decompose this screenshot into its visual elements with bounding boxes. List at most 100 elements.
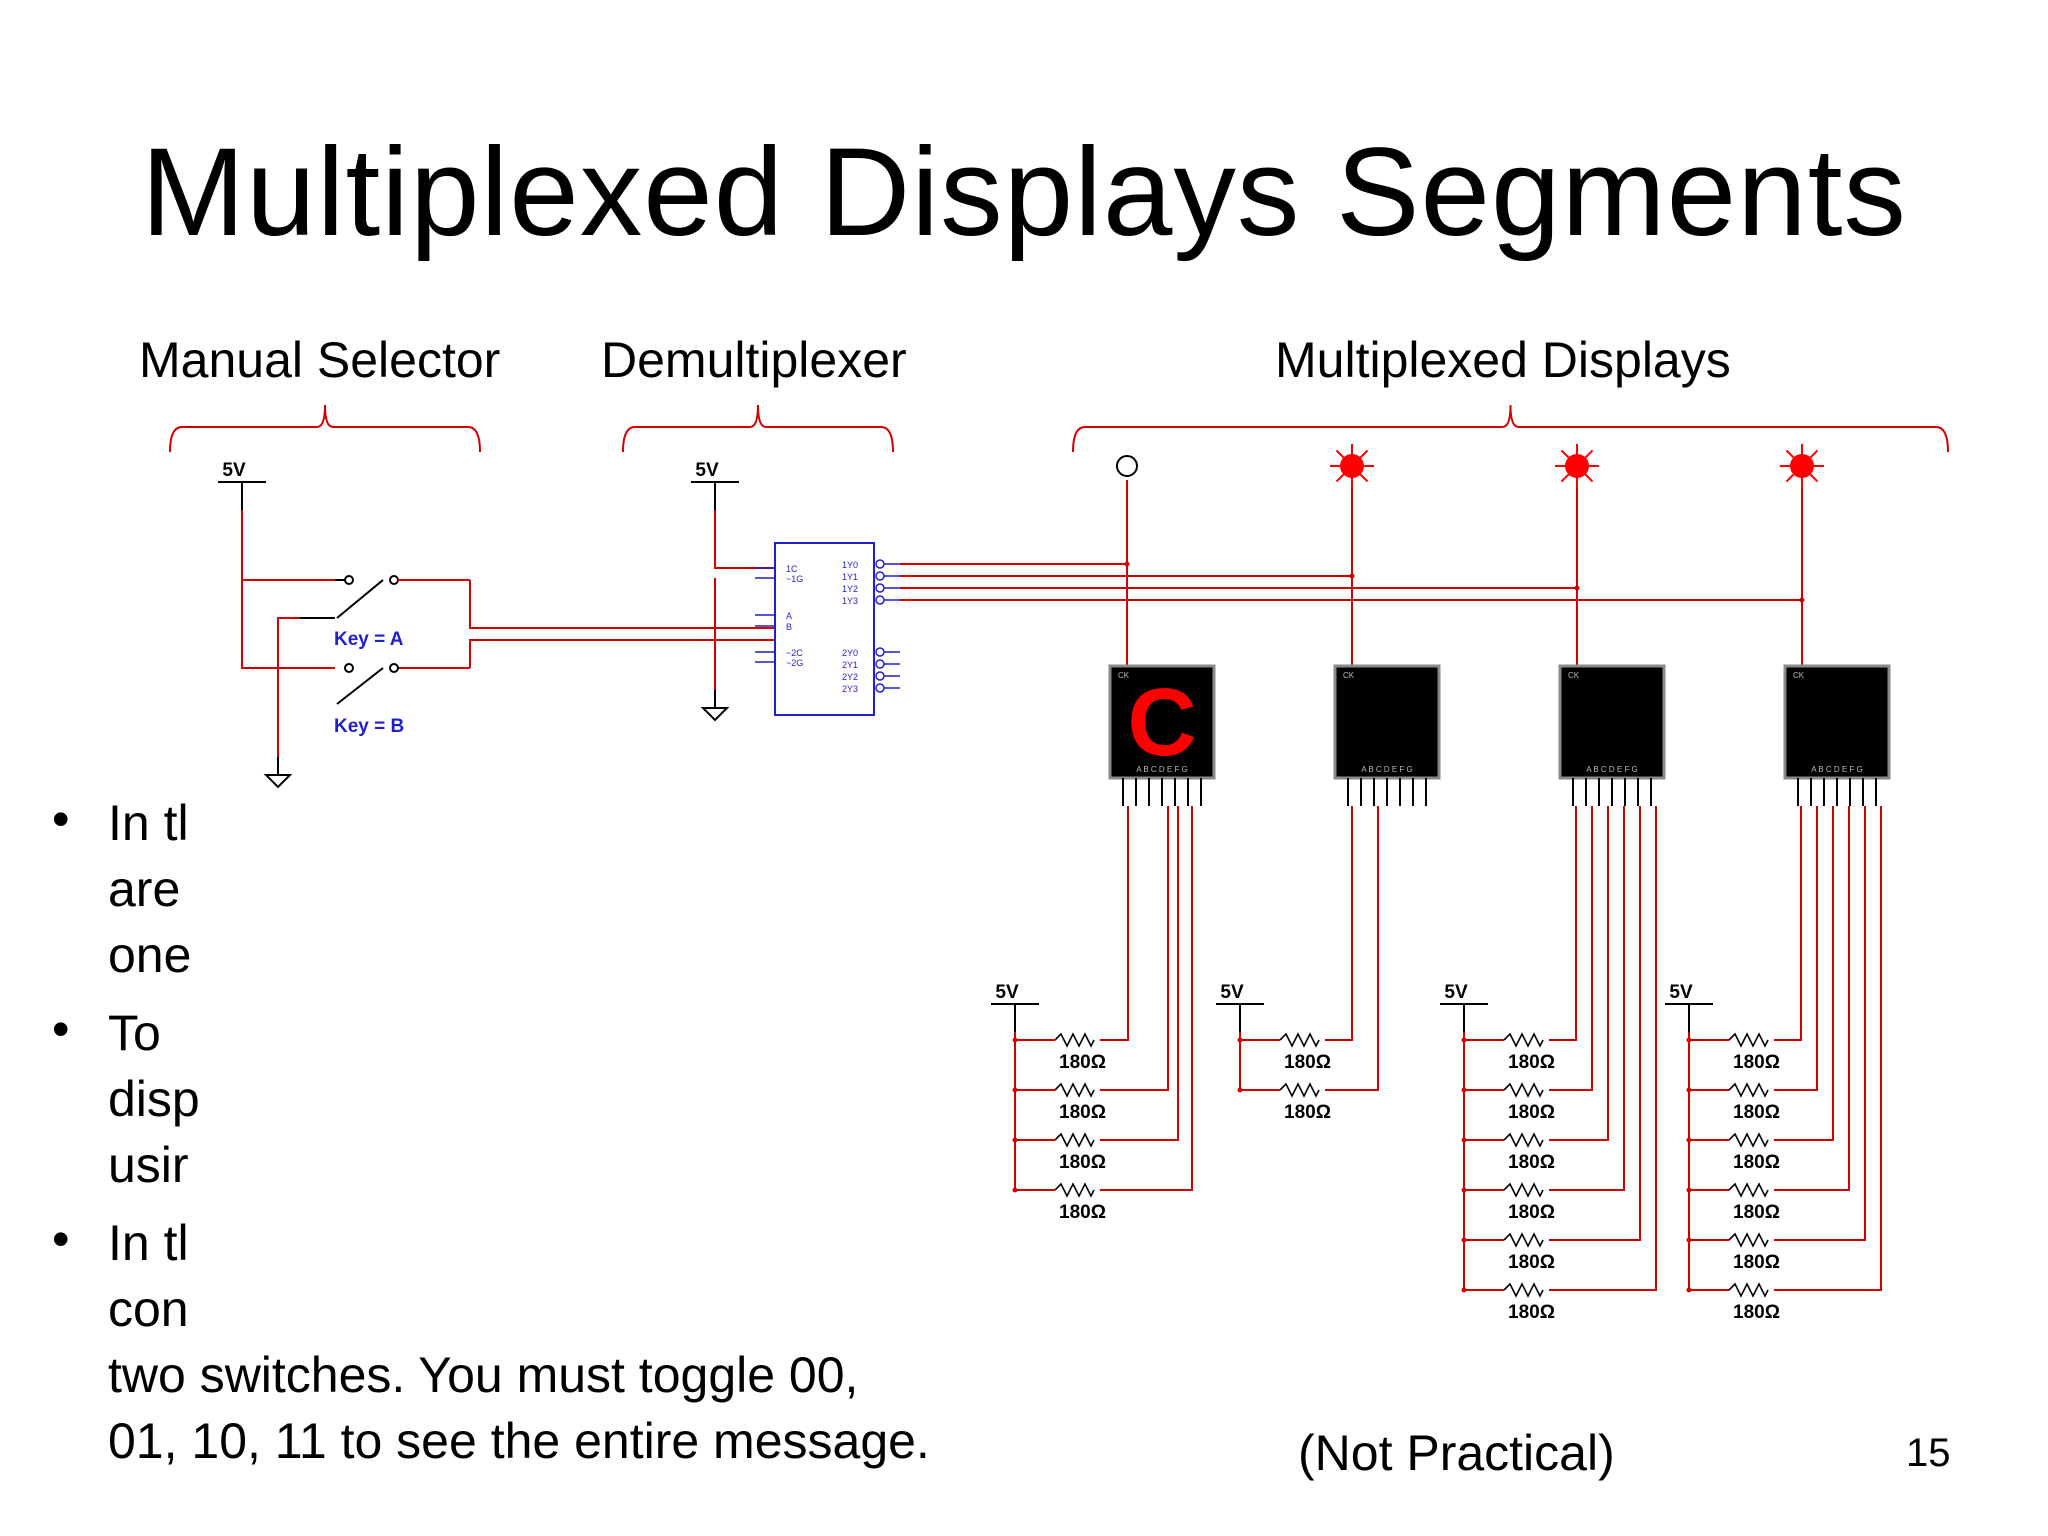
wire-segment — [1549, 806, 1577, 1041]
switch-a-key: Key = A — [334, 629, 404, 650]
demux-out-6: 2Y2 — [842, 672, 858, 682]
wire-selector-gnd-a — [277, 617, 335, 712]
bullet-2-line-1: To — [108, 1005, 161, 1061]
label-manual-selector: Manual Selector — [139, 332, 501, 388]
supply-bank-3-label: 5V — [1669, 982, 1693, 1003]
bullet-2-line-2: disp — [108, 1071, 200, 1127]
bank-junction — [1012, 1037, 1018, 1043]
probe-lamp — [1565, 454, 1589, 478]
display-2 — [1558, 664, 1666, 780]
demux-out-4: 2Y0 — [842, 648, 858, 658]
bank-junction — [1686, 1237, 1692, 1243]
demux-out-bubble-5 — [875, 659, 885, 669]
resistor-label: 180Ω — [1284, 1102, 1331, 1123]
demux-out-1: 1Y1 — [842, 572, 858, 582]
demux-in-2: A — [786, 611, 792, 621]
bullet-3-line-1: In tl — [108, 1215, 189, 1271]
wire-segment — [1549, 806, 1657, 1291]
demux-out-5: 2Y1 — [842, 660, 858, 670]
resistor-2-5 — [1503, 1282, 1544, 1298]
probe-lamp — [1790, 454, 1814, 478]
resistor-label: 180Ω — [1733, 1252, 1780, 1273]
resistor-3-2 — [1728, 1132, 1769, 1148]
resistor-2-4 — [1503, 1232, 1544, 1248]
display-pins-2: A B C D E F G — [1586, 765, 1638, 774]
switch-a-contact — [389, 575, 399, 585]
resistor-label: 180Ω — [1733, 1152, 1780, 1173]
bank-junction — [1012, 1137, 1018, 1143]
bullet-dot-1: • — [52, 791, 70, 847]
ground-demux — [700, 707, 730, 722]
demux-out-bubble-6 — [875, 671, 885, 681]
bank-junction — [1686, 1137, 1692, 1143]
demux-chip — [774, 542, 875, 716]
bullet-3-line-3: two switches. You must toggle 00, — [108, 1347, 859, 1403]
switch-b-key: Key = B — [334, 716, 404, 737]
probe-off-icon — [1116, 455, 1138, 477]
bank-junction — [1686, 1187, 1692, 1193]
resistor-label: 180Ω — [1733, 1102, 1780, 1123]
bullet-dot-3: • — [52, 1211, 70, 1267]
wire-segment — [1774, 806, 1818, 1091]
bus-junction-1 — [1349, 573, 1355, 579]
demux-out-7: 2Y3 — [842, 684, 858, 694]
resistor-label: 180Ω — [1508, 1152, 1555, 1173]
resistor-2-2 — [1503, 1132, 1544, 1148]
demux-out-bubble-0 — [875, 559, 885, 569]
resistor-label: 180Ω — [1059, 1152, 1106, 1173]
bullet-dot-2: • — [52, 1001, 70, 1057]
brace-multiplexed-displays — [1072, 404, 1949, 453]
resistor-0-0 — [1054, 1032, 1095, 1048]
bullet-3-line-2: con — [108, 1281, 189, 1337]
demux-in-4: ~2C — [786, 648, 803, 658]
wire-segment — [1100, 806, 1179, 1141]
demux-out-2: 1Y2 — [842, 584, 858, 594]
demux-out-bubble-1 — [875, 571, 885, 581]
bus-junction-0 — [1124, 561, 1130, 567]
bank-junction — [1686, 1087, 1692, 1093]
resistor-label: 180Ω — [1508, 1052, 1555, 1073]
resistor-label: 180Ω — [1508, 1302, 1555, 1323]
circuit-wires — [241, 480, 1882, 1291]
resistor-0-2 — [1054, 1132, 1095, 1148]
bullet-1-line-1: In tl — [108, 795, 189, 851]
resistor-2-3 — [1503, 1182, 1544, 1198]
bank-junction — [1012, 1087, 1018, 1093]
resistor-label: 180Ω — [1733, 1202, 1780, 1223]
wire-segment — [1774, 806, 1834, 1141]
bank-junction — [1237, 1037, 1243, 1043]
wire-selector-b — [241, 510, 335, 669]
demux-out-3: 1Y3 — [842, 596, 858, 606]
demux-out-bubble-2 — [875, 583, 885, 593]
footnote: (Not Practical) — [1298, 1425, 1615, 1481]
bank-junction — [1461, 1287, 1467, 1293]
resistor-label: 180Ω — [1059, 1052, 1106, 1073]
wire-segment — [1774, 806, 1850, 1191]
bullet-1-line-3: one — [108, 927, 192, 983]
supply-selector-label: 5V — [222, 460, 246, 481]
bullet-3-line-4: 01, 10, 11 to see the entire message. — [108, 1413, 930, 1469]
bank-junction — [1461, 1187, 1467, 1193]
resistor-2-1 — [1503, 1082, 1544, 1098]
section-braces — [169, 404, 1949, 453]
switch-b-contact — [389, 663, 399, 673]
demux-in-3: B — [786, 622, 792, 632]
wire-segment — [1325, 806, 1353, 1041]
display-ck-3: CK — [1793, 671, 1805, 680]
switch-a-pivot — [344, 575, 354, 585]
resistor-3-4 — [1728, 1232, 1769, 1248]
wire-segment — [1100, 806, 1193, 1191]
wire-segment — [1774, 806, 1866, 1241]
demux-in-5: ~2G — [786, 658, 803, 668]
resistor-3-0 — [1728, 1032, 1769, 1048]
display-ck-1: CK — [1343, 671, 1355, 680]
switch-b-blade — [336, 667, 384, 705]
brace-manual-selector — [169, 404, 481, 453]
bank-junction — [1686, 1037, 1692, 1043]
wire-segment — [1774, 806, 1802, 1041]
wire-segment — [1100, 806, 1169, 1091]
bus-junction-2 — [1574, 585, 1580, 591]
resistor-label: 180Ω — [1284, 1052, 1331, 1073]
